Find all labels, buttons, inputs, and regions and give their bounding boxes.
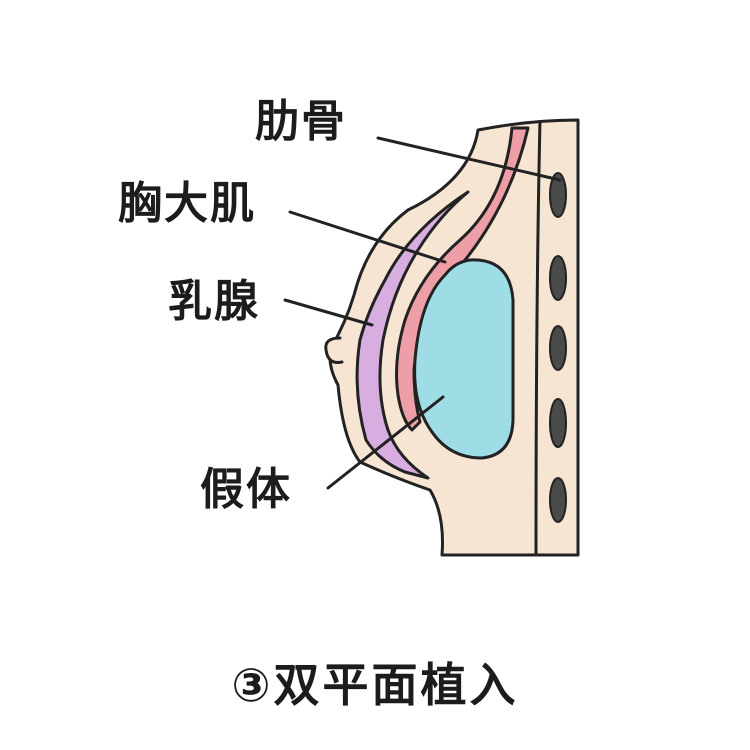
implant-label: 假体 xyxy=(200,464,292,515)
rib-leader-line xyxy=(376,136,562,182)
nipple xyxy=(324,336,344,364)
mammary-gland xyxy=(355,190,470,480)
chest-wall-line xyxy=(534,119,542,556)
breast-implant xyxy=(413,258,515,460)
pectoralis-leader-line xyxy=(288,210,447,264)
diagram-caption: ③双平面植入 xyxy=(231,658,519,712)
gland-label: 乳腺 xyxy=(168,276,260,327)
rib-4 xyxy=(549,398,567,448)
rib-3 xyxy=(549,325,567,371)
pectoralis-label: 胸大肌 xyxy=(118,178,256,229)
rib-1 xyxy=(549,172,567,218)
rib-2 xyxy=(549,255,567,301)
rib-label: 肋骨 xyxy=(255,96,347,147)
gland-leader-line xyxy=(283,298,374,327)
implant-leader-line xyxy=(326,395,445,490)
rib-5 xyxy=(549,477,567,523)
